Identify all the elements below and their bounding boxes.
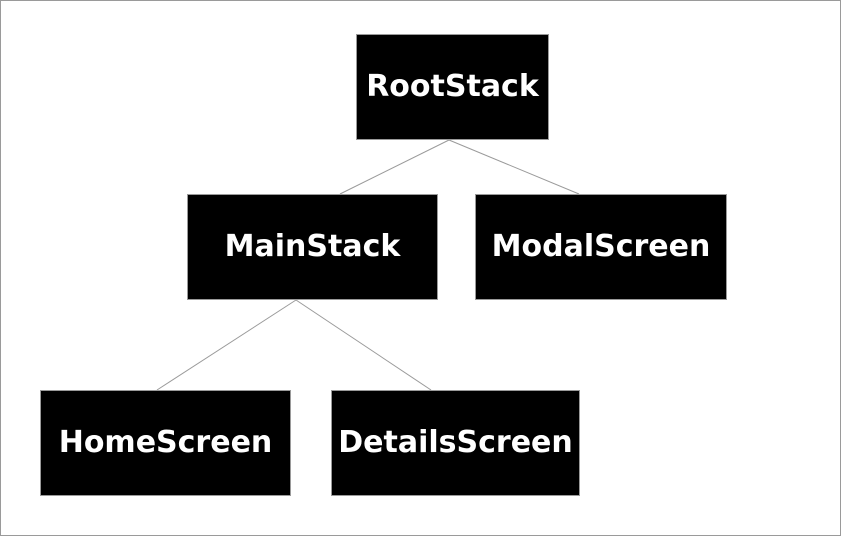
node-modalscreen-label: ModalScreen — [491, 229, 711, 264]
edge-mainstack-detailsscreen — [295, 299, 432, 391]
edge-mainstack-homescreen — [156, 299, 297, 391]
node-mainstack[interactable]: MainStack — [187, 194, 438, 300]
node-modalscreen[interactable]: ModalScreen — [475, 194, 727, 300]
node-rootstack[interactable]: RootStack — [356, 34, 549, 140]
edge-rootstack-modalscreen — [448, 139, 580, 195]
node-homescreen-label: HomeScreen — [58, 425, 273, 460]
node-homescreen[interactable]: HomeScreen — [40, 390, 291, 496]
node-detailsscreen[interactable]: DetailsScreen — [331, 390, 580, 496]
edge-rootstack-mainstack — [339, 139, 450, 195]
node-detailsscreen-label: DetailsScreen — [338, 425, 573, 460]
node-mainstack-label: MainStack — [224, 229, 401, 264]
node-rootstack-label: RootStack — [366, 69, 539, 104]
